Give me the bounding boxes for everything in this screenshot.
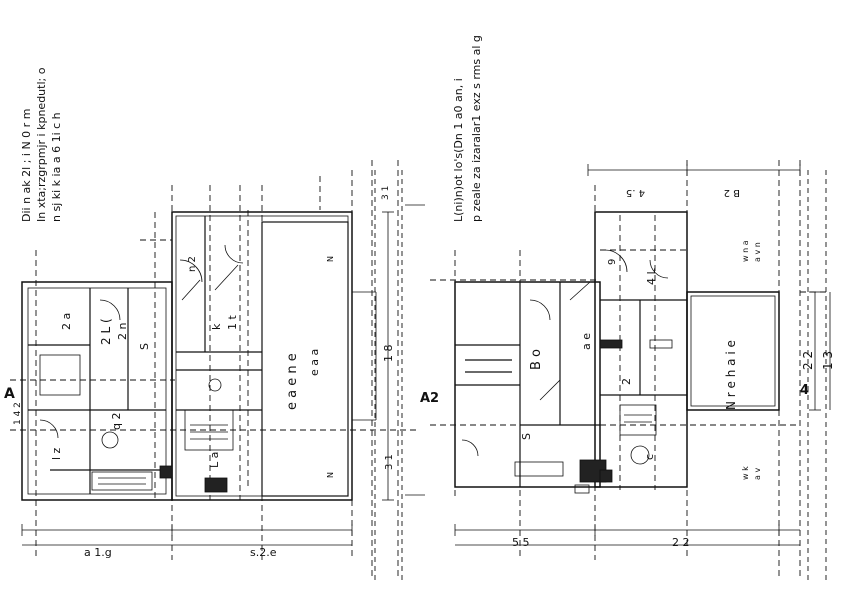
plan-right-partitions xyxy=(455,282,687,487)
plan-left-side-note-bottom: N xyxy=(326,472,335,478)
plan-left-doors xyxy=(39,244,244,439)
plan-left-big-room-label-1: e a e n e xyxy=(285,353,300,410)
dimension-label: 4 .5 xyxy=(626,187,645,198)
plan-right-header-line-2: p zeale za izaralar1 exz s rms al g xyxy=(470,35,483,222)
side-note: w n a xyxy=(741,240,750,262)
room-label: 2 a xyxy=(60,313,73,330)
room-label: n 2 xyxy=(187,256,198,272)
plan-left-partitions xyxy=(28,216,262,494)
plan-right: L(ni)n)ot lo's(Dn 1 a0 an, i p zeale za … xyxy=(420,35,835,580)
room-label: q 2 xyxy=(110,413,123,430)
plan-left-grid xyxy=(10,160,420,580)
plan-left-dimensions xyxy=(21,204,425,546)
room-label: l z xyxy=(50,447,63,460)
dimension-label: 1 8 xyxy=(382,345,395,363)
plan-left-inner-wall xyxy=(27,287,167,495)
plan-right-header: L(ni)n)ot lo's(Dn 1 a0 an, i p zeale za … xyxy=(452,35,483,222)
plan-left-header-line-1: Dii n ak 2l ; i N 0 r m xyxy=(20,109,33,222)
room-label: 2 n xyxy=(116,323,129,340)
plan-right-fixtures xyxy=(514,339,673,494)
plan-left-big-room xyxy=(261,221,349,497)
side-note: a v n xyxy=(753,242,762,262)
corner-note: 1 4 2 xyxy=(13,402,23,425)
axis-marker: A xyxy=(4,386,15,402)
plan-left-header-line-2: In xta;rzgrpmjr i kpnedutl; o xyxy=(35,67,48,222)
plan-left-fixtures xyxy=(39,354,234,493)
axis-marker: 4 xyxy=(800,383,809,398)
room-label: a e xyxy=(580,333,593,350)
dimension-label: 3 1 xyxy=(381,186,391,200)
plan-right-dimensions xyxy=(454,164,831,546)
plan-left-header-line-3: n sj ki k ia a 6 1i c h xyxy=(50,112,63,222)
room-label: 1 t xyxy=(226,315,239,330)
room-label: B o xyxy=(529,349,544,370)
room-label: L a xyxy=(208,452,221,468)
dimension-label: 1 3 xyxy=(821,351,835,370)
plan-right-big-room-inner xyxy=(690,295,776,407)
room-label: k xyxy=(210,323,223,330)
plan-left-header: Dii n ak 2l ; i N 0 r m In xta;rzgrpmjr … xyxy=(20,67,63,222)
room-label: S xyxy=(520,433,533,440)
room-label: 4 L xyxy=(645,268,658,285)
plan-left-outer-wall xyxy=(21,281,173,501)
dimension-label: s.2.e xyxy=(250,546,277,559)
plan-right-header-line-1: L(ni)n)ot lo's(Dn 1 a0 an, i xyxy=(452,78,465,222)
room-label: S xyxy=(138,343,151,350)
dimension-label: 2 2 xyxy=(672,536,690,549)
dimension-label: B 2 xyxy=(724,187,740,198)
side-note: a v xyxy=(753,468,762,480)
room-label: 2 L ( xyxy=(99,318,113,345)
plan-right-doors xyxy=(461,249,669,457)
room-label: 9 xyxy=(607,259,618,265)
plan-left-side-note-top: N xyxy=(326,256,335,262)
dimension-label: a 1.g xyxy=(84,546,112,559)
dimension-label: 5 5 xyxy=(512,536,530,549)
side-note: w k xyxy=(741,466,750,480)
plan-left: Dii n ak 2l ; i N 0 r m In xta;rzgrpmjr … xyxy=(4,67,425,580)
plan-right-grid xyxy=(430,160,830,580)
dimension-label: 3 1 xyxy=(384,454,395,470)
plan-left-big-room-label-2: e a a xyxy=(308,349,321,376)
room-label: 2 xyxy=(620,378,633,385)
plan-right-big-room-label: N r e h a i e xyxy=(724,340,738,410)
room-label: c xyxy=(643,454,656,460)
axis-marker: A2 xyxy=(420,391,439,406)
